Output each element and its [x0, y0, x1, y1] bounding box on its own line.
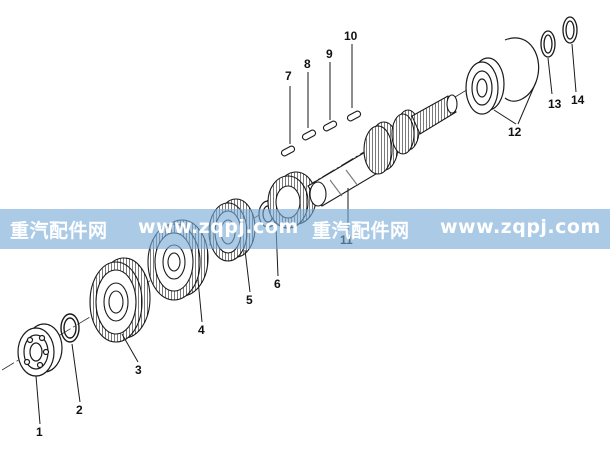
callout-12: 12 — [508, 125, 522, 139]
watermark-left-cn: 重汽配件网 — [10, 220, 108, 242]
key-parts-7-10 — [280, 110, 362, 157]
gear-part-3 — [89, 257, 151, 343]
callout-5: 5 — [246, 293, 253, 307]
bearing-part-1 — [17, 323, 63, 377]
snap-rings-part-13-14 — [540, 16, 578, 58]
snap-ring-part-2 — [60, 313, 80, 343]
callout-8: 8 — [304, 57, 311, 71]
callout-7: 7 — [285, 69, 292, 83]
callout-14: 14 — [571, 93, 585, 107]
callout-4: 4 — [198, 323, 205, 337]
callout-6: 6 — [274, 277, 281, 291]
callout-3: 3 — [135, 363, 142, 377]
callout-9: 9 — [326, 47, 333, 61]
callout-2: 2 — [76, 403, 83, 417]
watermark-left-url: www.zqpj.com — [138, 216, 299, 238]
callout-13: 13 — [548, 97, 562, 111]
callout-10: 10 — [344, 29, 358, 43]
callout-1: 1 — [36, 425, 43, 439]
watermark-right-url: www.zqpj.com — [440, 216, 601, 238]
bearing-part-12 — [465, 37, 540, 115]
countershaft-part-11 — [267, 94, 458, 229]
watermark-right-cn: 重汽配件网 — [312, 220, 410, 242]
watermark-band — [0, 209, 610, 249]
